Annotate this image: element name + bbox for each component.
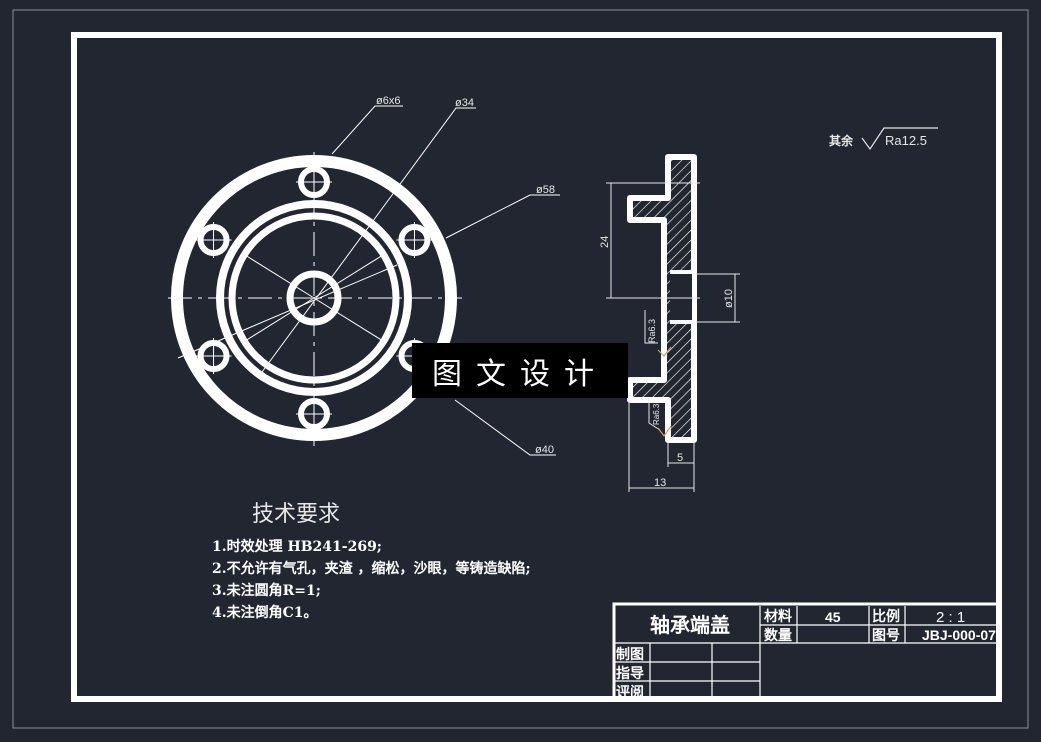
requirement-item: 4.未注倒角C1。 <box>212 605 318 621</box>
part-name: 轴承端盖 <box>650 613 730 637</box>
callout-d58: ø58 <box>536 184 555 196</box>
role-draw: 制图 <box>616 646 644 662</box>
outer-rim <box>171 155 457 441</box>
side-view: 24 ø10 5 13 Ra6.3 Ra6.3 <box>599 154 740 492</box>
inner-ring <box>228 212 400 384</box>
role-guide: 指导 <box>616 665 644 681</box>
surface-note: 其余 Ra12.5 <box>829 127 938 151</box>
drawing-no-label: 图号 <box>872 627 900 643</box>
middle-ring <box>216 200 412 396</box>
scale-value: 2 : 1 <box>936 609 965 626</box>
title-block <box>612 602 1000 701</box>
callout-d40: ø40 <box>535 444 554 456</box>
requirement-item: 2.不允许有气孔，夹渣 ，缩松，沙眼，等铸造缺陷; <box>212 561 531 577</box>
requirement-item: 1.时效处理 HB241-269; <box>212 539 382 555</box>
requirement-item: 3.未注圆角R=1; <box>212 583 321 599</box>
svg-text:Ra12.5: Ra12.5 <box>885 133 927 148</box>
roughness-ra-1: Ra6.3 <box>647 319 657 343</box>
role-review: 评阅 <box>616 684 644 700</box>
drawing-frame <box>71 32 1002 702</box>
drawing-no: JBJ-000-07 <box>922 627 996 643</box>
roughness-ra-2: Ra6.3 <box>652 403 661 425</box>
roughness-symbols <box>657 346 672 438</box>
scale-label: 比例 <box>872 608 900 624</box>
callout-holes: ø6x6 <box>376 95 400 107</box>
front-view <box>168 105 560 456</box>
svg-text:其余: 其余 <box>829 133 854 148</box>
outer-sheet-border <box>12 9 1029 729</box>
watermark: 图文设计 <box>412 343 628 398</box>
qty-label: 数量 <box>764 627 792 643</box>
dim-bore: ø10 <box>723 289 735 308</box>
material-label: 材料 <box>764 608 792 624</box>
material-value: 45 <box>825 609 841 625</box>
dim-13: 13 <box>654 477 666 489</box>
dim-5: 5 <box>677 452 683 464</box>
callout-d34: ø34 <box>455 97 474 109</box>
requirements-title: 技术要求 <box>252 502 341 527</box>
center-bore <box>286 270 342 326</box>
dim-24: 24 <box>599 236 611 248</box>
